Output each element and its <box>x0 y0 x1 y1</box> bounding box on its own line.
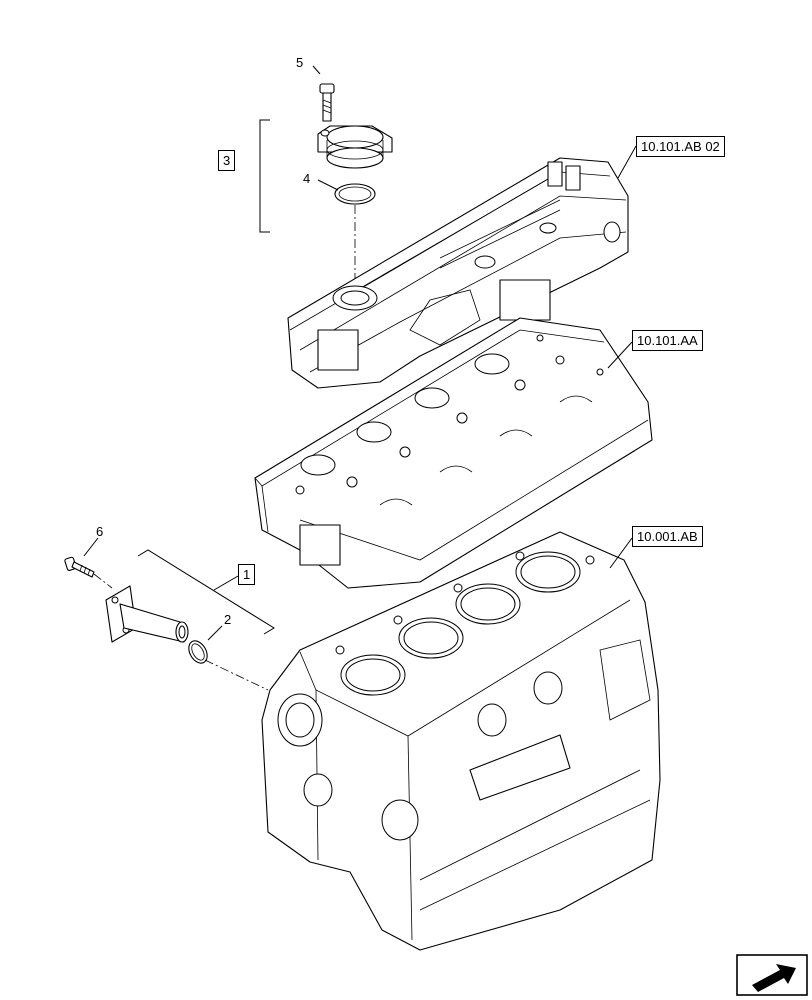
next-page-arrow-icon[interactable] <box>736 954 808 996</box>
bolt-part-5 <box>319 83 335 122</box>
engine-block-part <box>261 531 661 951</box>
leader-ref-cylinder-head <box>607 341 633 369</box>
callout-item-6: 6 <box>96 524 104 539</box>
reference-valve-cover[interactable]: 10.101.AB 02 <box>636 136 725 157</box>
leader-ref-valve-cover <box>617 145 637 179</box>
leader-item-6 <box>83 537 99 557</box>
leader-item-2 <box>207 625 223 641</box>
reference-cylinder-head[interactable]: 10.101.AA <box>632 330 703 351</box>
cylinder-head-part <box>254 317 653 589</box>
item-1-bracket <box>137 549 275 635</box>
callout-item-2: 2 <box>224 612 232 627</box>
o-ring-part-2 <box>188 640 208 664</box>
bolt-part-6 <box>64 556 95 578</box>
callout-item-5: 5 <box>296 55 304 70</box>
callout-item-1: 1 <box>238 564 256 585</box>
assembly-centerline-tube <box>204 659 269 691</box>
leader-ref-engine-block <box>609 537 633 569</box>
callout-item-4: 4 <box>303 171 311 186</box>
filler-cap-part <box>317 125 393 169</box>
tube-part-1 <box>105 585 189 643</box>
leader-item-5 <box>312 65 321 75</box>
item-3-bracket <box>259 119 270 233</box>
reference-engine-block[interactable]: 10.001.AB <box>632 526 703 547</box>
assembly-centerline-bolt-6 <box>93 573 113 589</box>
leader-item-4 <box>317 179 339 191</box>
callout-item-3: 3 <box>218 150 236 171</box>
leader-item-1 <box>213 575 239 591</box>
valve-cover-part <box>287 157 629 389</box>
o-ring-part-4 <box>334 183 376 205</box>
